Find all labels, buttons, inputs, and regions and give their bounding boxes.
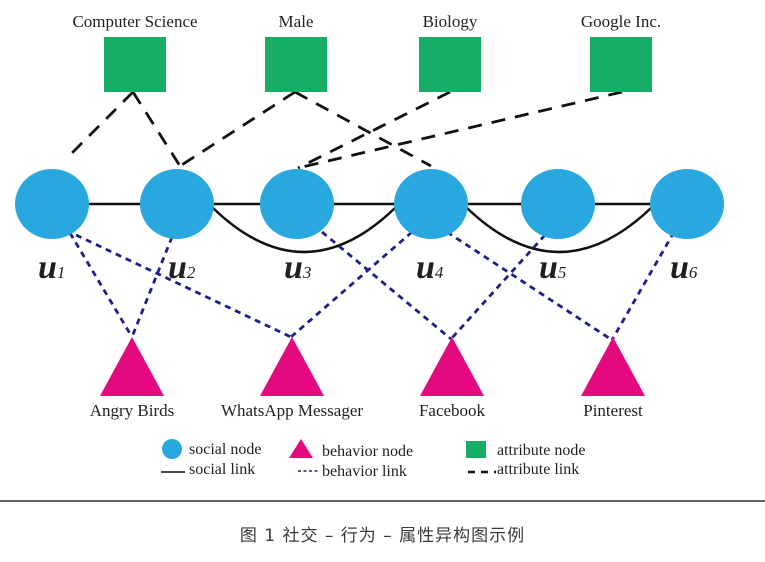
social-node-u5: u5 (521, 169, 595, 286)
attribute-link-cs-u2 (131, 91, 182, 167)
social-node-circle-icon (521, 169, 595, 239)
heterogeneous-graph: Computer Science Male Biology Google Inc. u… (15, 12, 724, 480)
attribute-node-square-icon (590, 37, 652, 92)
behavior-link-u2-angry (130, 236, 174, 338)
behavior-link-u4-whatsapp (290, 230, 413, 339)
legend-attribute-node-label: attribute node (497, 442, 585, 459)
attribute-node-bio: Biology (419, 12, 481, 92)
social-node-label: u1 (38, 249, 65, 286)
behavior-node-triangle-icon (100, 337, 164, 396)
attribute-link-google-u3 (297, 90, 623, 170)
attribute-link-cs-u1 (65, 91, 134, 160)
behavior-node-pinterest: Pinterest (581, 337, 645, 420)
behavior-node-label: Pinterest (583, 401, 643, 420)
legend-behavior-link-label: behavior link (322, 463, 407, 480)
legend-social-link-label: social link (189, 461, 255, 478)
social-node-label: u6 (670, 249, 698, 286)
behavior-link-u1-angry (68, 232, 134, 338)
legend-social-node-label: social node (189, 441, 261, 458)
social-node-label: u3 (284, 249, 311, 286)
legend-social-node-icon (162, 439, 182, 459)
behavior-node-triangle-icon (260, 337, 324, 396)
attribute-link-male-u4 (294, 90, 432, 168)
social-node-circle-icon (650, 169, 724, 239)
behavior-link-u1-whatsapp (75, 233, 292, 339)
behavior-node-label: WhatsApp Messager (221, 401, 363, 420)
divider-rule (0, 500, 765, 502)
social-node-circle-icon (260, 169, 334, 239)
social-node-u4: u4 (394, 169, 468, 286)
behavior-link-u6-pinterest (610, 231, 676, 341)
attribute-node-square-icon (419, 37, 481, 92)
behavior-node-label: Angry Birds (90, 401, 175, 420)
behavior-nodes: Angry Birds WhatsApp Messager Facebook Pint… (90, 337, 645, 420)
legend-behavior-node-label: behavior node (322, 443, 413, 460)
figure-caption: 图 1 社交 – 行为 – 属性异构图示例 (239, 526, 526, 546)
attribute-node-label: Biology (423, 12, 478, 31)
social-node-u1: u1 (15, 169, 89, 286)
behavior-links (68, 230, 676, 342)
social-node-u2: u2 (140, 169, 214, 286)
attribute-node-cs: Computer Science (72, 12, 198, 92)
behavior-node-whatsapp: WhatsApp Messager (221, 337, 363, 420)
attribute-node-square-icon (104, 37, 166, 92)
social-node-label: u4 (416, 249, 444, 286)
behavior-link-u3-facebook (321, 230, 452, 341)
social-link-u2-u4 (212, 207, 396, 254)
behavior-node-triangle-icon (581, 337, 645, 396)
social-node-label: u2 (168, 249, 196, 286)
legend-behavior-node-icon (289, 439, 313, 458)
attribute-link-male-u2 (179, 90, 296, 168)
attribute-link-bio-u3 (297, 90, 451, 170)
social-node-u6: u6 (650, 169, 724, 286)
social-node-label: u5 (539, 249, 566, 286)
social-node-circle-icon (140, 169, 214, 239)
social-nodes: u1 u2 u3 u4 u5 u6 (15, 169, 724, 286)
social-link-u4-u6 (466, 207, 652, 254)
attribute-node-google: Google Inc. (581, 12, 661, 92)
attribute-node-male: Male (265, 12, 327, 92)
attribute-node-label: Computer Science (72, 12, 197, 31)
attribute-node-label: Google Inc. (581, 12, 661, 31)
legend: social node behavior node attribute node… (161, 439, 585, 480)
behavior-node-facebook: Facebook (419, 337, 486, 420)
attribute-node-square-icon (265, 37, 327, 92)
legend-attribute-node-icon (466, 441, 486, 458)
attribute-nodes: Computer Science Male Biology Google Inc. (72, 12, 661, 92)
behavior-link-u5-facebook (449, 234, 547, 340)
attribute-links (65, 90, 623, 170)
social-node-circle-icon (15, 169, 89, 239)
social-node-u3: u3 (260, 169, 334, 286)
behavior-node-triangle-icon (420, 337, 484, 396)
legend-attribute-link-label: attribute link (497, 461, 579, 478)
behavior-node-angry: Angry Birds (90, 337, 175, 420)
attribute-node-label: Male (279, 12, 314, 31)
behavior-node-label: Facebook (419, 401, 486, 420)
social-node-circle-icon (394, 169, 468, 239)
